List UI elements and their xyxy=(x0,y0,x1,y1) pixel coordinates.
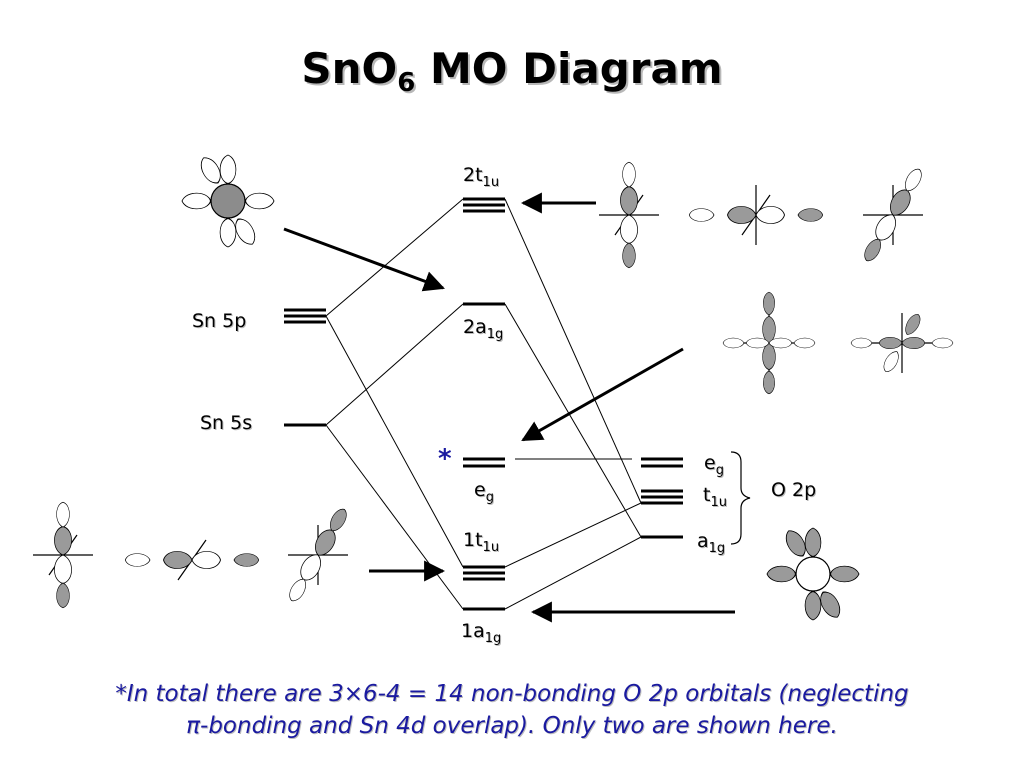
orbital-1t1u-y xyxy=(285,505,351,605)
orbital-eg-z2 xyxy=(722,291,816,395)
o2p-brace xyxy=(730,451,751,545)
level-eg xyxy=(463,457,505,468)
label-sn5p: Sn 5p xyxy=(192,310,246,332)
level-2t1u xyxy=(463,197,505,213)
footnote-line-1: *In total there are 3×6-4 = 14 non-bondi… xyxy=(115,681,909,707)
label-o2p-group: O 2p xyxy=(771,479,816,501)
orbital-2a1g-picture xyxy=(181,153,275,249)
orbital-sketches xyxy=(33,153,954,622)
orbital-1t1u-z xyxy=(33,501,93,609)
energy-levels xyxy=(284,197,683,611)
label-o-a1g: a1g xyxy=(697,530,725,556)
orbital-eg-x2y2 xyxy=(850,311,954,375)
level-o-t1u xyxy=(641,489,683,505)
page-title: SnO6 MO Diagram xyxy=(301,44,723,98)
orbital-2t1u-z xyxy=(599,161,659,269)
footnote: *In total there are 3×6-4 = 14 non-bondi… xyxy=(0,678,1024,742)
level-1t1u xyxy=(463,565,505,581)
arrows xyxy=(283,192,735,623)
label-sn5s: Sn 5s xyxy=(200,412,252,434)
label-eg: eg xyxy=(474,479,494,505)
label-o-t1u: t1u xyxy=(703,484,727,510)
orbital-1t1u-x xyxy=(124,539,260,581)
label-1t1u: 1t1u xyxy=(463,529,499,555)
arrow-to-eg xyxy=(521,347,684,442)
label-2a1g: 2a1g xyxy=(463,316,503,342)
correlation-lines xyxy=(325,198,642,610)
orbital-1a1g-picture xyxy=(766,526,860,622)
level-sn5p xyxy=(284,308,326,324)
label-2t1u: 2t1u xyxy=(463,164,499,190)
level-o-eg xyxy=(641,457,683,468)
orbital-2t1u-x xyxy=(688,185,824,245)
footnote-line-2: π-bonding and Sn 4d overlap). Only two a… xyxy=(186,713,838,739)
label-o-eg: eg xyxy=(704,452,724,478)
label-1a1g: 1a1g xyxy=(461,620,501,646)
nonbonding-marker: * xyxy=(438,444,452,474)
orbital-2t1u-y xyxy=(860,165,926,265)
arrow-to-2a1g xyxy=(283,227,445,292)
